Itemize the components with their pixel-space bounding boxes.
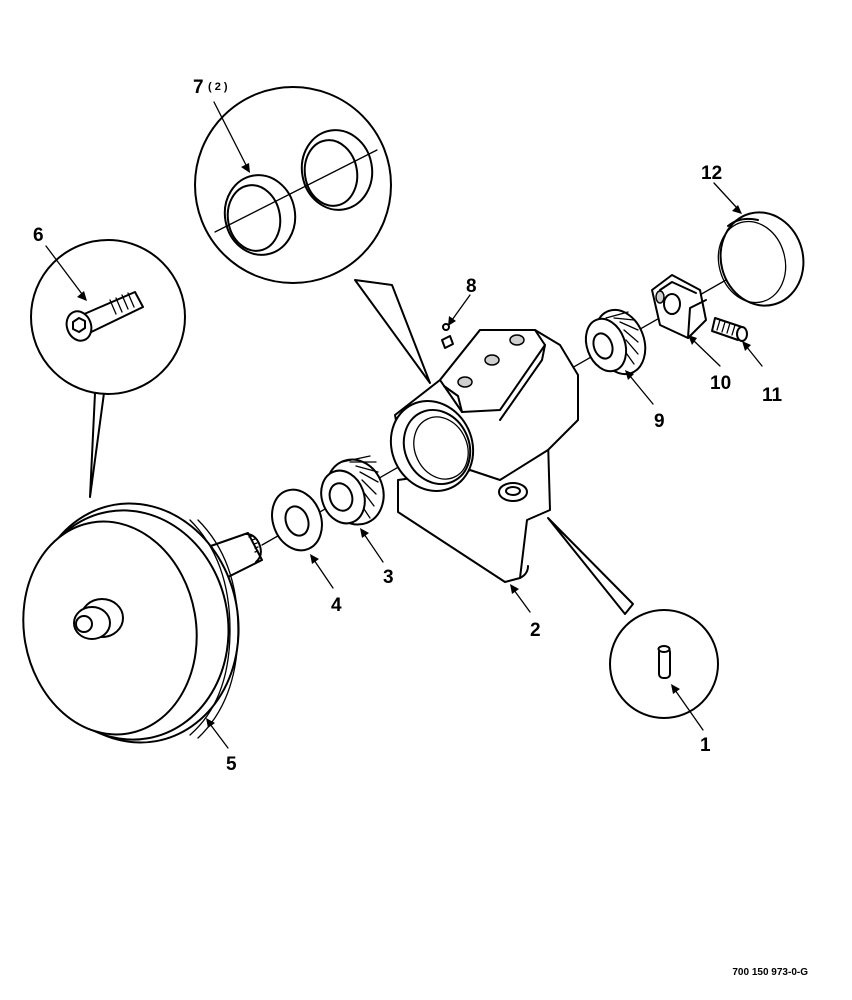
part-11-set-screw bbox=[711, 317, 748, 342]
part-9-bearing bbox=[584, 308, 647, 376]
callout-10: 10 bbox=[710, 373, 731, 394]
leader-arrows bbox=[45, 101, 763, 749]
callout-11: 11 bbox=[762, 385, 783, 406]
callout-4: 4 bbox=[331, 595, 342, 616]
callout-1: 1 bbox=[700, 735, 711, 756]
part-10-collar bbox=[651, 274, 707, 339]
part-12-cap bbox=[717, 211, 805, 307]
callout-5: 5 bbox=[226, 754, 237, 775]
part-8-grease-fitting bbox=[441, 323, 454, 349]
detail-6-cap-screw bbox=[30, 239, 186, 498]
part-5-wheel bbox=[22, 502, 263, 744]
part-2-housing bbox=[389, 323, 579, 583]
detail-7-seals bbox=[194, 86, 431, 384]
callout-9: 9 bbox=[654, 411, 665, 432]
callout-3: 3 bbox=[383, 567, 394, 588]
callout-7: 7 bbox=[193, 77, 204, 98]
detail-1-pin bbox=[547, 517, 719, 719]
drawing-number: 700 150 973-0-G bbox=[732, 967, 808, 978]
callout-6: 6 bbox=[33, 225, 44, 246]
callout-8: 8 bbox=[466, 276, 477, 297]
callout-12: 12 bbox=[701, 163, 722, 184]
callout-2: 2 bbox=[530, 620, 541, 641]
part-3-bearing bbox=[320, 455, 385, 526]
callout-7-qty: ( 2 ) bbox=[208, 81, 228, 93]
part-4-washer bbox=[271, 488, 323, 552]
callout-labels: 7 ( 2 ) 6 8 12 9 10 11 3 4 2 5 1 bbox=[33, 77, 783, 775]
